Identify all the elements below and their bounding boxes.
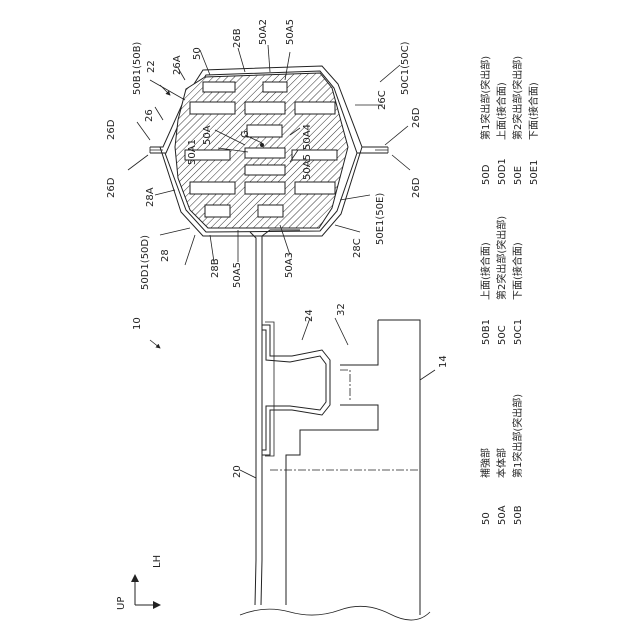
label-32: 32 <box>336 303 347 316</box>
label-50A5-bot: 50A5 <box>232 262 243 288</box>
orientation-axes <box>135 575 160 605</box>
label-22: 22 <box>146 60 157 73</box>
legend-name-50: 補強部 <box>479 448 492 478</box>
label-28A: 28A <box>145 187 156 207</box>
legend-code-50D: 50D <box>481 164 492 185</box>
legend-name-50B1: 上面(接合面) <box>479 242 492 300</box>
part-14 <box>240 320 430 620</box>
label-G: G <box>240 130 251 138</box>
legend-name-50C: 第2突出部(突出部) <box>495 216 508 300</box>
label-28: 28 <box>160 249 171 262</box>
label-26D-left-lower: 26D <box>106 177 117 198</box>
legend-code-50D1: 50D1 <box>497 158 508 185</box>
label-26D-right-lower: 26D <box>411 177 422 198</box>
label-10: 10 <box>132 317 143 330</box>
label-26D-right: 26D <box>411 107 422 128</box>
legend-name-50E1: 下面(接合面) <box>527 82 540 140</box>
legend-code-50A: 50A <box>497 505 508 525</box>
legend-code-50B1: 50B1 <box>481 319 492 345</box>
label-50A5-mid: 50A5 <box>302 154 313 180</box>
label-50C1: 50C1(50C) <box>400 41 411 95</box>
panel-20 <box>250 230 300 605</box>
legend-code-50: 50 <box>481 512 492 525</box>
legend-name-50C1: 下面(接合面) <box>511 242 524 300</box>
legend-name-50D: 第1突出部(突出部) <box>479 56 492 140</box>
label-26B: 26B <box>232 28 243 48</box>
legend-name-50A: 本体部 <box>495 448 508 478</box>
label-50A1: 50A1 <box>187 139 198 165</box>
legend-code-50C1: 50C1 <box>513 319 524 345</box>
label-20: 20 <box>232 465 243 478</box>
label-50A5-top: 50A5 <box>285 19 296 45</box>
label-up: UP <box>116 597 127 610</box>
label-lh: LH <box>152 555 163 568</box>
label-50: 50 <box>192 47 203 60</box>
label-14: 14 <box>438 355 449 368</box>
label-50A2: 50A2 <box>258 19 269 45</box>
legend-name-50B: 第1突出部(突出部) <box>511 394 524 478</box>
bracket-24 <box>262 322 330 456</box>
label-50B1: 50B1(50B) <box>132 42 143 95</box>
label-26A: 26A <box>172 55 183 75</box>
legend-code-50C: 50C <box>497 325 508 345</box>
label-26D-left: 26D <box>106 119 117 140</box>
label-50A: 50A <box>202 125 213 145</box>
label-26C: 26C <box>377 90 388 110</box>
label-50A3: 50A3 <box>284 252 295 278</box>
legend-code-50B: 50B <box>513 505 524 525</box>
label-50D1: 50D1(50D) <box>140 235 151 290</box>
legend: 50 補強部 50A 本体部 50B 第1突出部(突出部) 50B1 上面(接合… <box>479 56 540 525</box>
label-26: 26 <box>144 109 155 122</box>
reinforcement-50 <box>175 73 348 228</box>
label-28C: 28C <box>352 238 363 258</box>
legend-name-50D1: 上面(接合面) <box>495 82 508 140</box>
legend-code-50E1: 50E1 <box>529 160 540 185</box>
label-50E1: 50E1(50E) <box>375 193 386 245</box>
legend-name-50E: 第2突出部(突出部) <box>511 56 524 140</box>
label-50A4: 50A4 <box>302 124 313 150</box>
legend-code-50E: 50E <box>513 166 524 185</box>
label-24: 24 <box>304 309 315 322</box>
label-28B: 28B <box>210 258 221 278</box>
